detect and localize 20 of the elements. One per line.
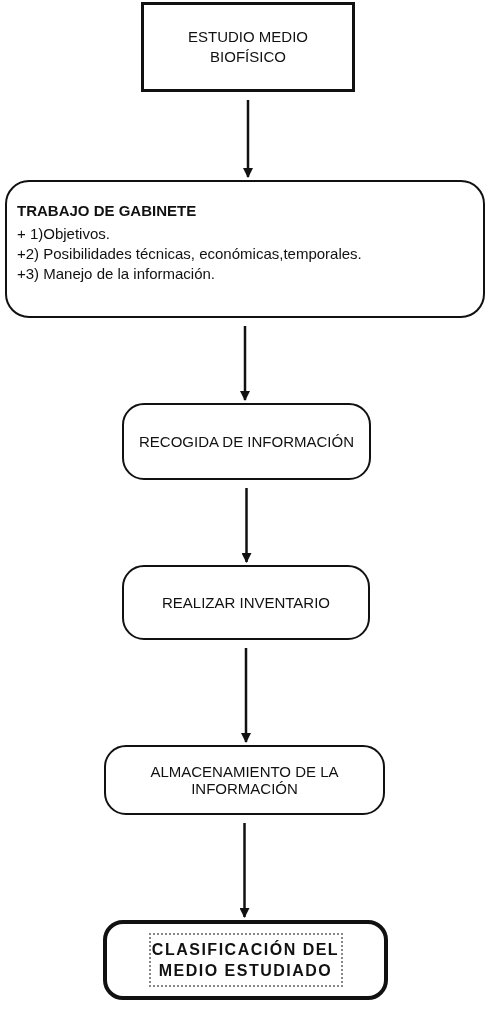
list-item: +2) Posibilidades técnicas, económicas,temporales. [17,243,362,264]
arrow [243,100,253,178]
arrow [240,326,250,401]
box-label: RECOGIDA DE INFORMACIÓN [139,433,354,450]
process-box [122,403,371,480]
end-box [103,920,388,1000]
box-heading: TRABAJO DE GABINETE [17,200,197,221]
box-label: ESTUDIO MEDIO BIOFÍSICO [187,27,309,67]
box-label: CLASIFICACIÓN DEL MEDIO ESTUDIADO [148,933,343,987]
box-label: REALIZAR INVENTARIO [161,594,331,611]
arrow [241,488,252,563]
process-box [122,565,370,640]
list-item: +3) Manejo de la información. [17,263,216,284]
start-box [141,2,355,92]
process-box [5,180,485,318]
process-box [104,745,385,815]
arrow [239,823,250,918]
list-item: + 1)Objetivos. [17,223,110,244]
arrow [241,648,251,743]
box-label: ALMACENAMIENTO DE LA INFORMACIÓN [149,763,340,797]
